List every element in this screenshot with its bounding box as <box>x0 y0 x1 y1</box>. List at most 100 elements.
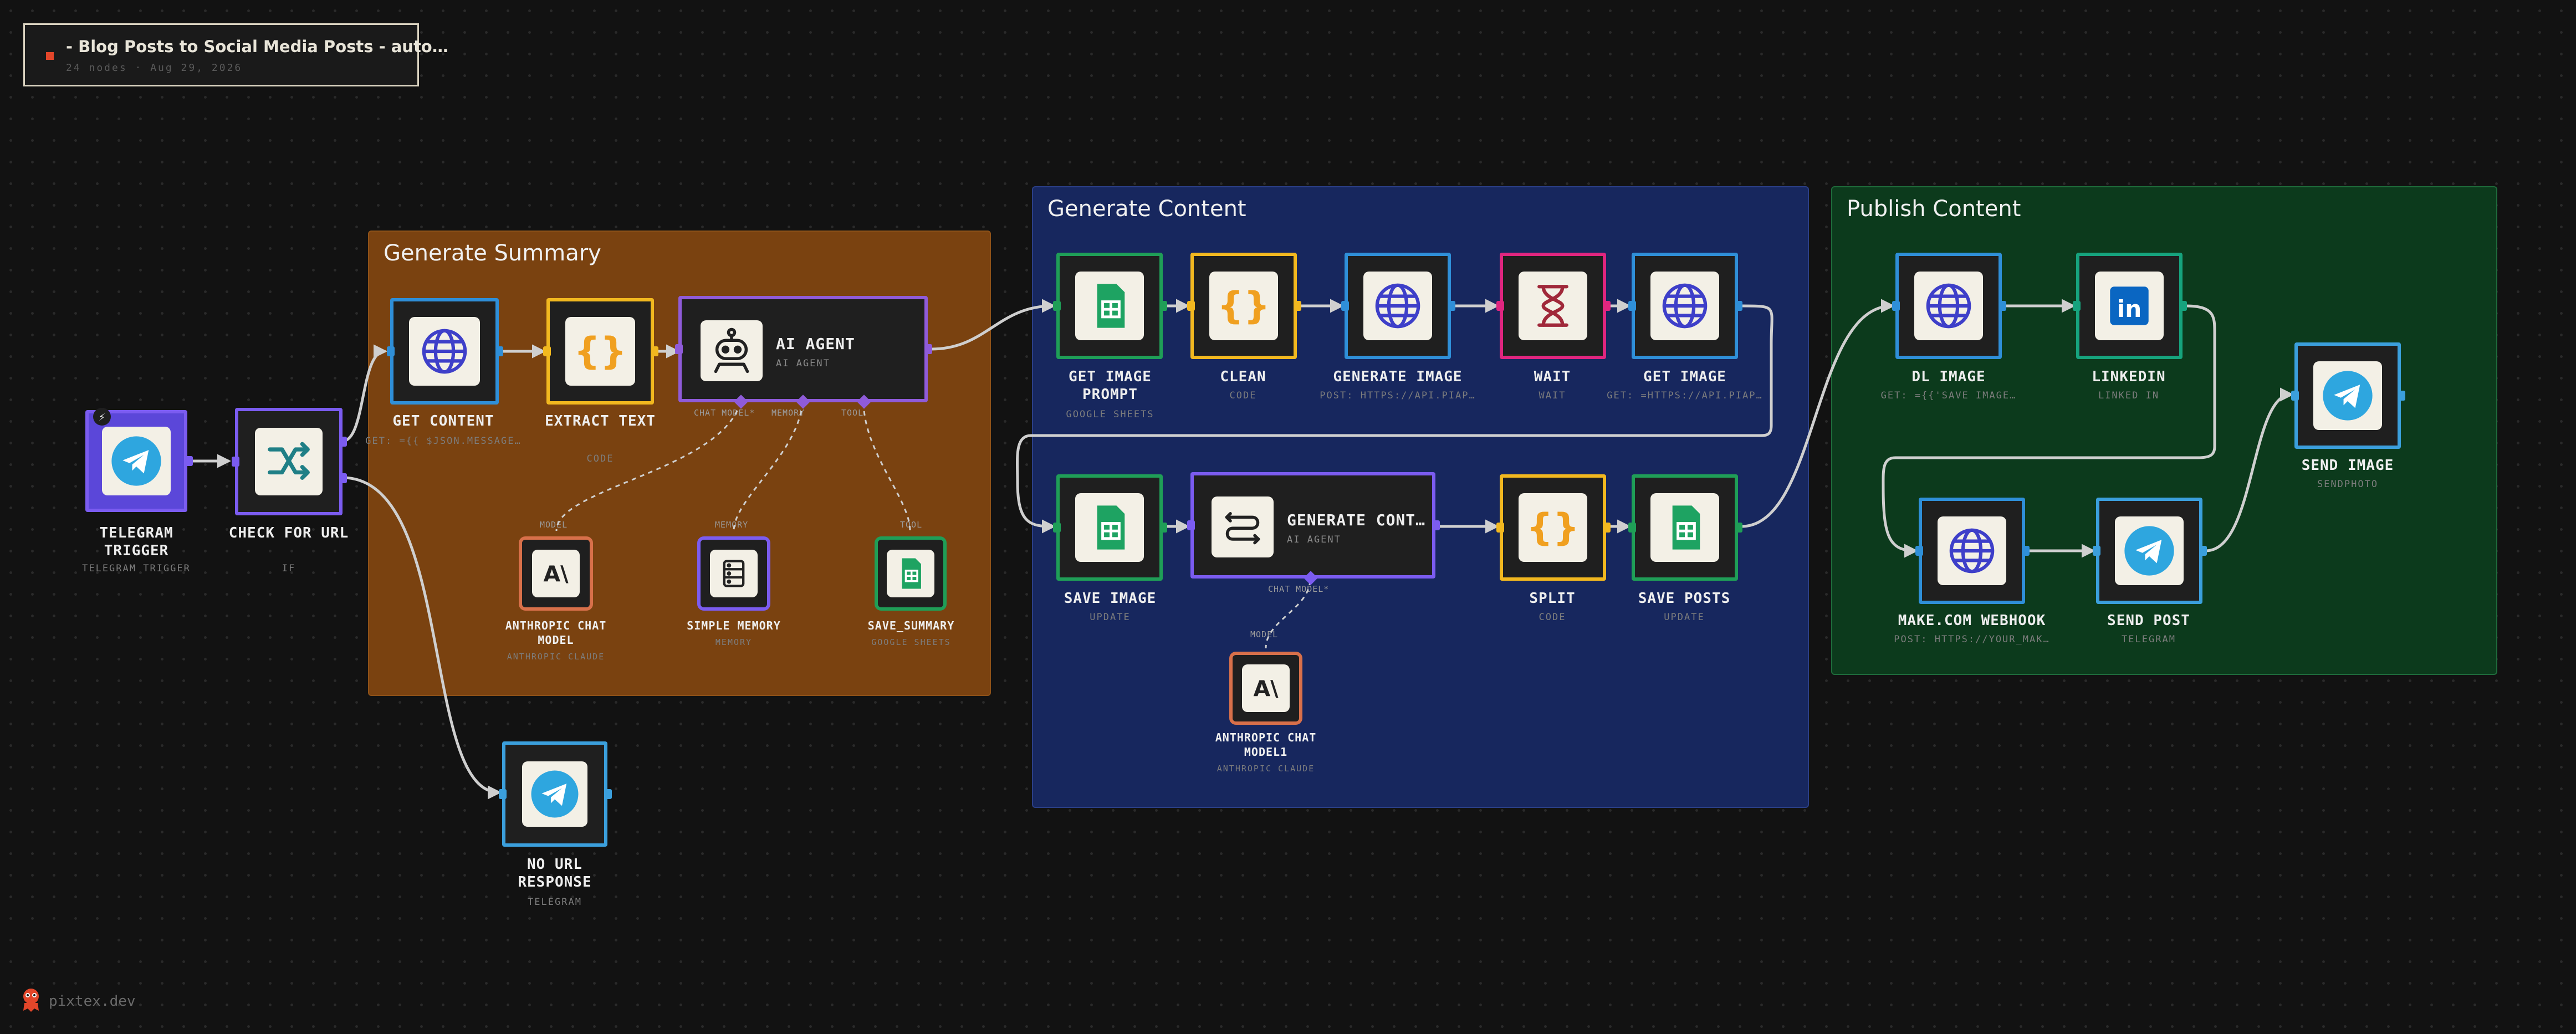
node-split[interactable]: {} <box>1496 474 1611 581</box>
linkedin-icon: in <box>2095 272 2164 340</box>
node-no-url-response[interactable] <box>499 741 612 847</box>
robot-icon <box>701 320 763 381</box>
input-port[interactable] <box>2073 301 2081 311</box>
output-port[interactable] <box>2022 546 2030 556</box>
node-sub: POST: HTTPS://API.PIAP… <box>1320 390 1476 401</box>
output-port[interactable] <box>651 346 658 356</box>
node-sub: AI AGENT <box>776 358 830 369</box>
output-port[interactable] <box>1603 301 1611 311</box>
globe-icon <box>1938 516 2006 585</box>
node-generate-image[interactable] <box>1341 253 1455 359</box>
node-label: CHECK FOR URL <box>228 525 349 541</box>
output-port[interactable] <box>1448 301 1455 311</box>
agent-route-icon <box>1212 496 1274 557</box>
input-port[interactable] <box>1341 301 1349 311</box>
workflow-title-card[interactable]: - Blog Posts to Social Media Posts - aut… <box>23 23 448 86</box>
wire-check-nourl <box>341 476 502 800</box>
input-port[interactable] <box>1915 546 1923 556</box>
input-port[interactable] <box>1496 301 1504 311</box>
node-send-image[interactable] <box>2291 342 2405 449</box>
brand-name: pixtex.dev <box>49 993 136 1010</box>
node-sub: TELEGRAM <box>2122 634 2176 645</box>
input-port[interactable] <box>1053 301 1061 311</box>
input-port[interactable] <box>387 346 395 356</box>
node-generate-content[interactable]: GENERATE CONT… AI AGENT <box>1187 472 1440 585</box>
input-port[interactable] <box>543 346 551 356</box>
node-check-for-url[interactable] <box>232 408 347 515</box>
output-port[interactable] <box>924 344 932 354</box>
output-port[interactable] <box>495 346 503 356</box>
wire-agent-getprompt <box>929 299 1056 351</box>
node-get-content[interactable] <box>387 298 503 405</box>
branch-icon <box>255 428 323 495</box>
input-port[interactable] <box>1187 301 1195 311</box>
input-port[interactable] <box>499 789 507 799</box>
output-port[interactable] <box>1603 523 1611 533</box>
node-sub: GET: ={{'SAVE IMAGE… <box>1880 390 2017 401</box>
input-port[interactable] <box>2291 391 2299 401</box>
node-dl-image[interactable] <box>1892 253 2006 359</box>
node-make-webhook[interactable] <box>1915 498 2030 604</box>
node-extract-text[interactable]: {} <box>543 298 658 405</box>
input-port[interactable] <box>1053 523 1061 533</box>
node-label: GET IMAGE <box>1643 368 1726 385</box>
output-port[interactable] <box>604 789 612 799</box>
node-wait[interactable] <box>1496 253 1611 359</box>
node-telegram-trigger[interactable]: ⚡ <box>85 408 193 512</box>
output-port[interactable] <box>1294 301 1301 311</box>
svg-text:A\: A\ <box>543 561 569 587</box>
node-label: LINKEDIN <box>2092 368 2166 385</box>
node-save-posts[interactable] <box>1628 474 1742 581</box>
wire-getimage-saveimage <box>1016 304 1773 534</box>
input-port[interactable] <box>1187 520 1195 530</box>
output-port[interactable] <box>1159 523 1167 533</box>
node-send-post[interactable] <box>2093 498 2207 604</box>
trigger-badge: ⚡ <box>93 408 111 426</box>
node-anthropic-chat-model1[interactable]: A\ <box>1229 652 1302 725</box>
output-port-false[interactable] <box>339 473 347 483</box>
input-port[interactable] <box>232 457 239 467</box>
brand-footer[interactable]: pixtex.dev <box>20 986 136 1017</box>
output-port[interactable] <box>1432 520 1440 530</box>
node-linkedin[interactable]: in <box>2073 253 2187 359</box>
workflow-meta: 24 nodes · Aug 29, 2026 <box>66 62 243 74</box>
node-sub: CODE <box>1229 390 1257 401</box>
output-port[interactable] <box>185 456 193 466</box>
input-port[interactable] <box>2093 546 2100 556</box>
node-sub: GET: =HTTPS://API.PIAP… <box>1607 390 1763 401</box>
node-sub: ANTHROPIC CLAUDE <box>507 652 605 662</box>
memory-icon <box>710 550 758 597</box>
input-port[interactable] <box>675 344 683 354</box>
port-label: MEMORY <box>715 520 749 530</box>
node-anthropic-chat-model[interactable]: A\ <box>519 536 593 611</box>
node-label: GET IMAGE PROMPT <box>1069 368 1152 403</box>
node-save-summary[interactable] <box>875 536 947 611</box>
node-ai-agent[interactable]: AI AGENT AI AGENT <box>675 296 932 409</box>
status-square <box>46 52 54 60</box>
node-sub: POST: HTTPS://YOUR_MAK… <box>1894 634 2050 645</box>
node-label: SEND IMAGE <box>2301 457 2394 474</box>
node-simple-memory[interactable] <box>697 536 770 611</box>
node-sub: CODE <box>1539 612 1566 623</box>
output-port[interactable] <box>1735 301 1742 311</box>
output-port[interactable] <box>2199 546 2207 556</box>
node-save-image[interactable] <box>1053 474 1167 581</box>
node-get-image[interactable] <box>1628 253 1742 359</box>
input-port[interactable] <box>1892 301 1900 311</box>
code-braces-icon: {} <box>1519 493 1587 562</box>
output-port[interactable] <box>1999 301 2006 311</box>
telegram-icon <box>102 427 171 495</box>
svg-text:in: in <box>2117 295 2141 323</box>
input-port[interactable] <box>1496 523 1504 533</box>
node-clean[interactable]: {} <box>1187 253 1301 359</box>
sheets-icon <box>887 550 934 597</box>
output-port[interactable] <box>1159 301 1167 311</box>
output-port[interactable] <box>2398 391 2405 401</box>
node-get-image-prompt[interactable] <box>1053 253 1167 359</box>
input-port[interactable] <box>1628 301 1636 311</box>
output-port[interactable] <box>2179 301 2187 311</box>
output-port-true[interactable] <box>339 437 347 447</box>
wire-check-getcontent <box>341 344 387 443</box>
output-port[interactable] <box>1735 523 1742 533</box>
input-port[interactable] <box>1628 523 1636 533</box>
